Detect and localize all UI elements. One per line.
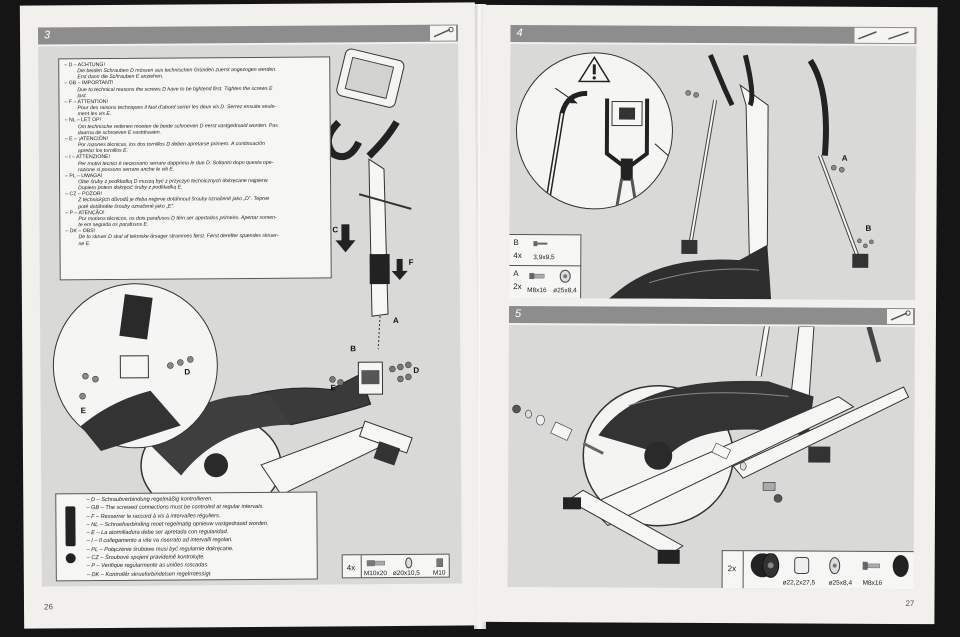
step-3-illustration-panel: – D – ACHTUNG!Die beiden Schrauben D müs… xyxy=(38,43,462,587)
step-5-parts-box: 2x ø22,2x27,5 ø25x8,4 M8x16 xyxy=(721,550,914,590)
bolt-icon xyxy=(366,560,385,567)
step-3-drawing xyxy=(52,48,413,519)
wrench-icon xyxy=(886,308,914,325)
step-4-drawing xyxy=(609,54,874,300)
washer-icon xyxy=(829,557,841,575)
part-label-nut: M10 xyxy=(432,569,446,577)
part-label-washer: ø20x10,5 xyxy=(392,569,420,578)
part5-label-wheel: ø22,2x27,5 xyxy=(782,579,816,587)
maintenance-note-line: – DK – Kontrollér skrueforbindelsen rege… xyxy=(86,570,212,578)
callout-d-2: D xyxy=(184,367,191,377)
step-3-parts-box: 4x M10x20 ø20x10,5 M10 xyxy=(341,553,450,579)
callout-d-1: D xyxy=(413,365,420,375)
part5-label-washer: ø25x8,4 xyxy=(828,579,853,587)
left-page: 3 xyxy=(19,2,480,629)
callout-a: A xyxy=(393,315,399,325)
detail-view-circle xyxy=(515,51,674,210)
callout-e-2: E xyxy=(80,406,87,416)
part-label-bolt: M10x20 xyxy=(363,570,387,578)
step-4-illustration-panel: A B B 4x 3,9x9,5 A 2x M8x16 ø25x8,4 xyxy=(509,43,917,301)
right-page-number: 27 xyxy=(905,599,915,609)
roller-wheel-icon xyxy=(750,553,780,578)
right-page: 4 xyxy=(479,4,938,625)
part-a-size-washer: ø25x8,4 xyxy=(553,287,577,295)
part-a-qty: 2x xyxy=(513,281,522,292)
step-4-header: 4 xyxy=(510,24,917,45)
spacer-sleeve-icon xyxy=(794,556,810,575)
callout-f: F xyxy=(408,257,414,267)
callout-e-1: E xyxy=(330,383,336,393)
step-4-number: 4 xyxy=(516,26,523,40)
callout-c: C xyxy=(332,225,339,235)
step-5-number: 5 xyxy=(514,307,522,321)
part-b-qty: 4x xyxy=(513,250,522,261)
part-a-size-bolt: M8x16 xyxy=(527,287,547,295)
step-5-illustration-panel: 2x ø22,2x27,5 ø25x8,4 M8x16 xyxy=(507,324,915,590)
bolt-icon xyxy=(529,273,545,280)
step-3-number: 3 xyxy=(43,29,51,42)
nut-icon xyxy=(436,558,443,567)
part-a-label: A xyxy=(513,268,519,279)
part5-label-bolt: M8x16 xyxy=(862,579,883,587)
maintenance-note-box: – D – Schraubverbindung regelmäßig kontr… xyxy=(55,491,318,582)
washer-icon xyxy=(405,557,413,569)
callout-a-right: A xyxy=(841,153,848,163)
wrench-icon xyxy=(429,25,457,41)
part-b-label: B xyxy=(513,237,519,248)
screw-icon xyxy=(533,241,548,247)
callout-b: B xyxy=(350,344,357,354)
left-page-number: 26 xyxy=(43,602,53,612)
washer-icon xyxy=(559,269,571,283)
maintenance-note-line: – GB – The screwed connections must be c… xyxy=(86,504,264,512)
exclamation-icon xyxy=(65,506,76,564)
step-5-drawing xyxy=(512,325,910,564)
tools-icon xyxy=(854,27,915,44)
callout-b-right: B xyxy=(865,223,872,233)
step-3-header: 3 xyxy=(37,24,459,45)
step-5-header: 5 xyxy=(508,305,916,326)
warning-multilingual-box: – D – ACHTUNG!Die beiden Schrauben D müs… xyxy=(58,56,332,281)
step-4-parts-box: B 4x 3,9x9,5 A 2x M8x16 ø25x8,4 xyxy=(509,233,582,299)
warning-triangle-icon xyxy=(577,55,611,83)
bolt-icon xyxy=(862,561,880,570)
end-cap-icon xyxy=(892,555,909,578)
part-b-size: 3,9x9,5 xyxy=(533,254,555,262)
